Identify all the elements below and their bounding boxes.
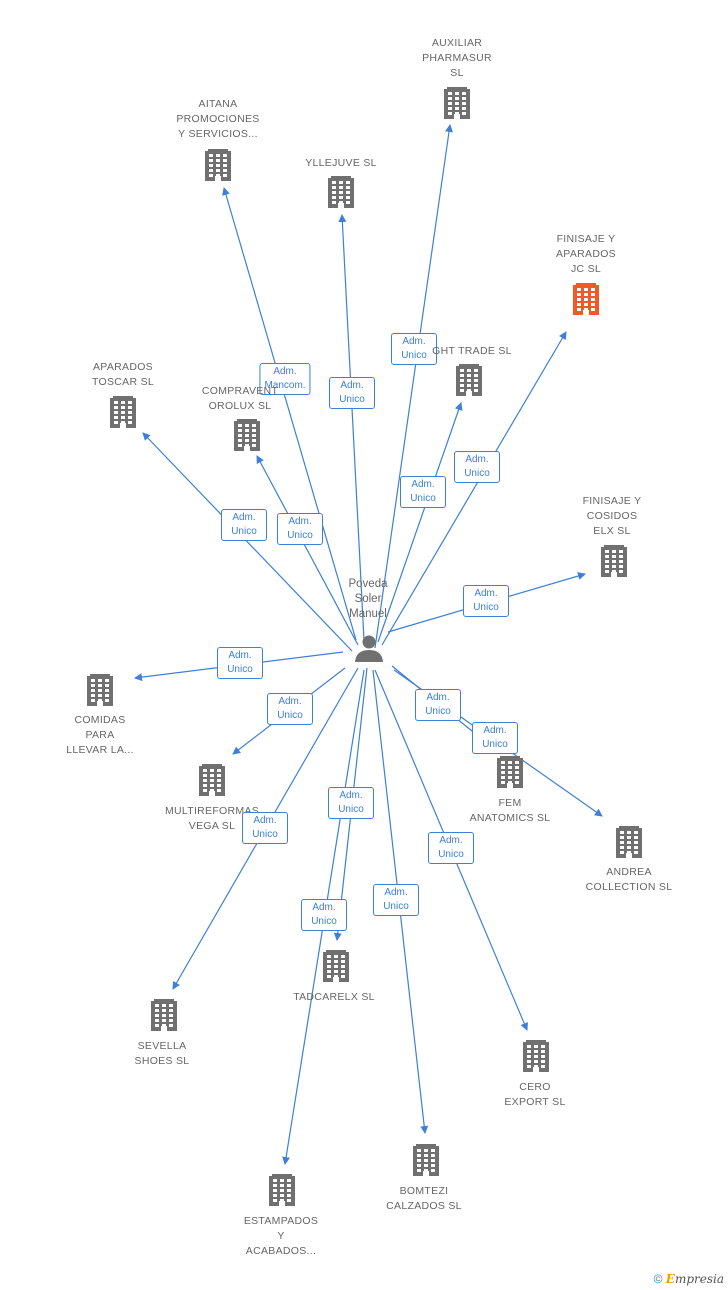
role-badge-cero: Adm. Unico (428, 832, 474, 864)
building-icon[interactable] (456, 364, 482, 396)
company-name-ght-trade[interactable]: GHT TRADE SL (432, 345, 512, 357)
building-icon[interactable] (601, 545, 627, 577)
role-badge-compravent: Adm. Unico (277, 513, 323, 545)
role-badge-andrea: Adm. Unico (472, 722, 518, 754)
company-name-auxiliar[interactable]: AUXILIAR PHARMASUR SL (422, 37, 492, 79)
company-name-comidas[interactable]: COMIDAS PARA LLEVAR LA... (66, 714, 134, 756)
building-icon[interactable] (110, 396, 136, 428)
role-badge-yllejuve: Adm. Unico (329, 377, 375, 409)
edge-compravent (256, 455, 359, 646)
company-name-aparados-toscar[interactable]: APARADOS TOSCAR SL (91, 361, 155, 388)
role-badge-estampados: Adm. Unico (301, 899, 347, 931)
edge-aitana (222, 187, 357, 641)
edge-ght-trade (377, 402, 463, 643)
building-icon[interactable] (151, 999, 177, 1031)
company-name-bomtezi[interactable]: BOMTEZI CALZADOS SL (386, 1185, 462, 1212)
building-icon[interactable] (328, 176, 354, 208)
company-name-estampados[interactable]: ESTAMPADOS Y ACABADOS... (243, 1215, 319, 1257)
company-name-yllejuve[interactable]: YLLEJUVE SL (305, 157, 377, 169)
building-icon[interactable] (199, 764, 225, 796)
person-icon[interactable] (355, 635, 383, 663)
role-badge-finisaje-cosidos: Adm. Unico (463, 585, 509, 617)
company-name-fem[interactable]: FEM ANATOMICS SL (469, 797, 551, 824)
edge-aparados-toscar (142, 432, 353, 652)
role-badge-aparados-toscar: Adm. Unico (221, 509, 267, 541)
role-badge-fem: Adm. Unico (415, 689, 461, 721)
copyright-symbol: © (653, 1272, 663, 1286)
edge-yllejuve (338, 214, 365, 641)
role-badge-sevella: Adm. Unico (242, 812, 288, 844)
role-badge-finisaje-aparados: Adm. Unico (454, 451, 500, 483)
company-name-andrea[interactable]: ANDREA COLLECTION SL (585, 866, 673, 893)
edge-finisaje-aparados (381, 331, 567, 646)
building-icon[interactable] (523, 1040, 549, 1072)
company-name-cero[interactable]: CERO EXPORT SL (504, 1081, 566, 1108)
building-icon[interactable] (323, 950, 349, 982)
building-icon[interactable] (444, 87, 470, 119)
building-icon[interactable] (497, 756, 523, 788)
building-icon[interactable] (234, 419, 260, 451)
building-icon[interactable] (573, 283, 599, 315)
role-badge-aitana: Adm. Mancom. (259, 363, 311, 395)
building-icon[interactable] (205, 149, 231, 181)
role-badge-tadcarelx: Adm. Unico (328, 787, 374, 819)
building-icon[interactable] (616, 826, 642, 858)
brand-logo[interactable]: Empresia (665, 1272, 724, 1286)
footer: © Empresia (654, 1272, 724, 1286)
role-badge-ght-trade: Adm. Unico (400, 476, 446, 508)
center-person-name[interactable]: Poveda Soler Manuel (348, 578, 388, 620)
company-name-aitana[interactable]: AITANA PROMOCIONES Y SERVICIOS... (176, 98, 260, 140)
role-badge-bomtezi: Adm. Unico (373, 884, 419, 916)
building-icon[interactable] (87, 674, 113, 706)
role-badge-comidas: Adm. Unico (217, 647, 263, 679)
building-icon[interactable] (269, 1174, 295, 1206)
company-name-multireformas[interactable]: MULTIREFORMAS VEGA SL (164, 805, 260, 832)
role-badge-multireformas: Adm. Unico (267, 693, 313, 725)
role-badge-auxiliar: Adm. Unico (391, 333, 437, 365)
company-name-sevella[interactable]: SEVELLA SHOES SL (134, 1040, 190, 1067)
company-name-finisaje-cosidos[interactable]: FINISAJE Y COSIDOS ELX SL (582, 495, 642, 537)
company-name-finisaje-aparados[interactable]: FINISAJE Y APARADOS JC SL (556, 233, 616, 275)
edge-auxiliar (374, 124, 453, 649)
building-icon[interactable] (413, 1144, 439, 1176)
company-name-tadcarelx[interactable]: TADCARELX SL (293, 991, 375, 1003)
company-name-compravent[interactable]: COMPRAVENT OROLUX SL (201, 385, 279, 412)
